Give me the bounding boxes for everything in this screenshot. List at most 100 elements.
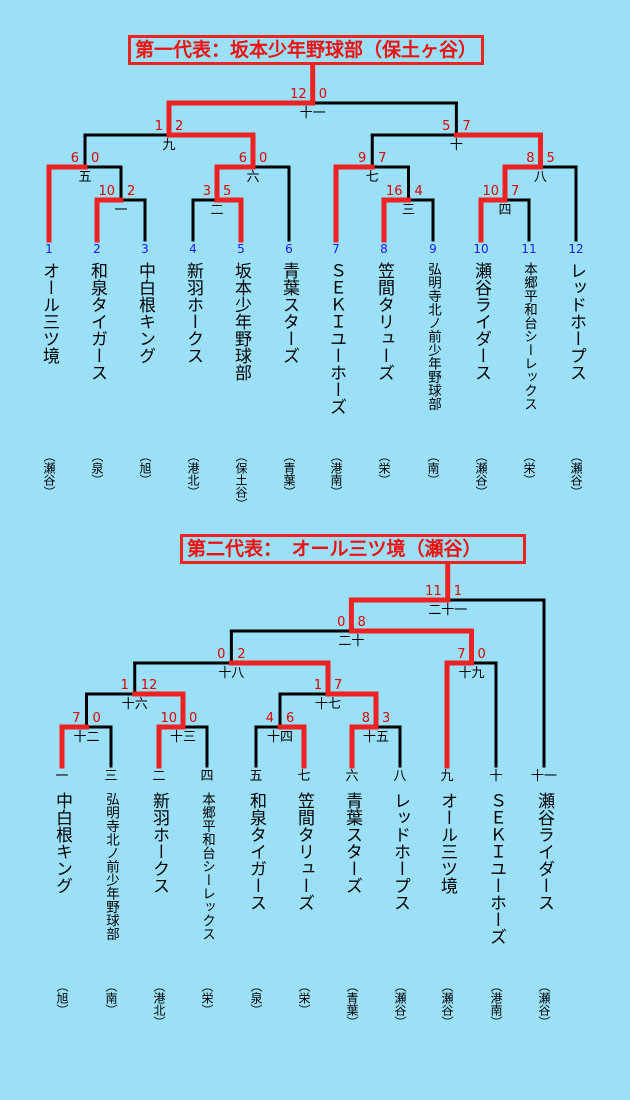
- team-number: 11: [521, 242, 537, 256]
- score-right: 2: [237, 647, 246, 662]
- score-right: 4: [414, 184, 423, 199]
- team-name: 弘明寺北ノ前少年野球部: [425, 262, 441, 411]
- team-area: （保土谷）: [234, 450, 248, 510]
- score-left: 10: [482, 184, 499, 199]
- team-number: 九: [440, 769, 454, 784]
- team-number: 8: [380, 242, 388, 256]
- team-area: （瀬谷）: [42, 450, 56, 498]
- team-number: 四: [200, 769, 214, 784]
- score-right: 7: [378, 151, 387, 166]
- team-name: 瀬谷ライダース: [471, 262, 491, 381]
- team-name: レッドホープス: [566, 262, 586, 381]
- game-number: 十八: [218, 666, 245, 681]
- team-name: 本郷平和台シーレックス: [521, 262, 537, 411]
- team-name: 笠間タリューズ: [294, 792, 314, 911]
- game-number: 十六: [121, 697, 148, 712]
- team-name: 瀬谷ライダース: [534, 792, 554, 911]
- score-right: 7: [334, 678, 343, 693]
- score-left: 10: [98, 184, 115, 199]
- team-area: （港南）: [329, 450, 343, 498]
- team-number: 10: [473, 242, 489, 256]
- game-number: 一: [114, 203, 128, 218]
- team-area: （瀬谷）: [393, 980, 407, 1028]
- score-right: 3: [382, 711, 391, 726]
- team-number: 七: [297, 769, 311, 784]
- team-area: （青葉）: [345, 980, 359, 1028]
- score-left: 6: [70, 151, 79, 166]
- score-right: 0: [92, 711, 101, 726]
- score-right: 5: [223, 184, 232, 199]
- score-right: 12: [140, 678, 158, 693]
- team-number: 6: [285, 242, 293, 256]
- score-right: 2: [127, 184, 136, 199]
- team-name: オール三ツ境: [437, 792, 457, 894]
- score-left: 5: [442, 119, 451, 134]
- team-area: （港北）: [152, 980, 166, 1028]
- score-right: 6: [286, 711, 295, 726]
- score-left: 1: [154, 119, 163, 134]
- score-right: 1: [453, 584, 462, 599]
- team-number: 六: [345, 769, 359, 784]
- game-number: 五: [78, 170, 92, 185]
- score-left: 12: [290, 87, 307, 102]
- game-number: 八: [533, 170, 547, 185]
- game-number: 二: [210, 203, 224, 218]
- team-area: （青葉）: [282, 450, 296, 498]
- team-number: 5: [237, 242, 245, 256]
- team-area: （泉）: [90, 450, 104, 486]
- team-area: （栄）: [377, 450, 391, 486]
- team-name: 新羽ホークス: [183, 262, 203, 364]
- bracket2-title: 第二代表： オール三ツ境（瀬谷）: [180, 534, 526, 564]
- team-area: （泉）: [249, 980, 263, 1016]
- score-left: 6: [238, 151, 247, 166]
- game-number: 二十: [338, 634, 365, 649]
- team-number: 十一: [530, 769, 557, 784]
- score-left: 9: [357, 151, 367, 166]
- score-left: 1: [313, 678, 322, 693]
- team-area: （南）: [426, 450, 440, 486]
- team-number: 1: [45, 242, 53, 256]
- team-area: （瀬谷）: [440, 980, 454, 1028]
- team-area: （港南）: [489, 980, 503, 1028]
- team-name: レッドホープス: [390, 792, 410, 911]
- score-left: 3: [202, 184, 211, 199]
- team-number: 12: [568, 242, 584, 256]
- team-number: 2: [93, 242, 101, 256]
- team-name: 青葉スターズ: [342, 792, 362, 894]
- team-name: ＳＥＫＩユーホーズ: [326, 262, 346, 415]
- score-left: 11: [425, 584, 442, 599]
- score-right: 0: [189, 711, 198, 726]
- score-left: 0: [217, 647, 226, 662]
- team-area: （南）: [104, 980, 118, 1016]
- team-area: （港北）: [186, 450, 200, 498]
- team-area: （栄）: [297, 980, 311, 1016]
- score-left: 4: [265, 711, 274, 726]
- team-number: 八: [393, 769, 407, 784]
- score-left: 8: [526, 151, 535, 166]
- team-number: 十: [489, 769, 503, 784]
- game-number: 三: [401, 203, 415, 218]
- team-name: 本郷平和台シーレックス: [199, 792, 215, 941]
- team-area: （旭）: [55, 980, 69, 1016]
- score-left: 7: [457, 647, 466, 662]
- team-name: 中白根キング: [52, 792, 72, 894]
- score-right: 5: [546, 151, 555, 166]
- score-right: 0: [91, 151, 100, 166]
- team-number: 7: [332, 242, 340, 256]
- score-right: 2: [175, 119, 184, 134]
- score-left: 7: [72, 711, 81, 726]
- game-number: 十二: [73, 730, 100, 745]
- game-number: 十四: [266, 730, 293, 745]
- team-name: 弘明寺北ノ前少年野球部: [103, 792, 119, 941]
- game-number: 十一: [299, 106, 326, 121]
- score-left: 16: [385, 184, 403, 199]
- team-number: 二: [152, 769, 166, 784]
- score-left: 8: [361, 711, 370, 726]
- score-right: 7: [462, 119, 471, 134]
- score-left: 0: [337, 615, 346, 630]
- game-number: 四: [498, 203, 512, 218]
- game-number: 十三: [169, 730, 196, 745]
- team-name: 中白根キング: [135, 262, 155, 364]
